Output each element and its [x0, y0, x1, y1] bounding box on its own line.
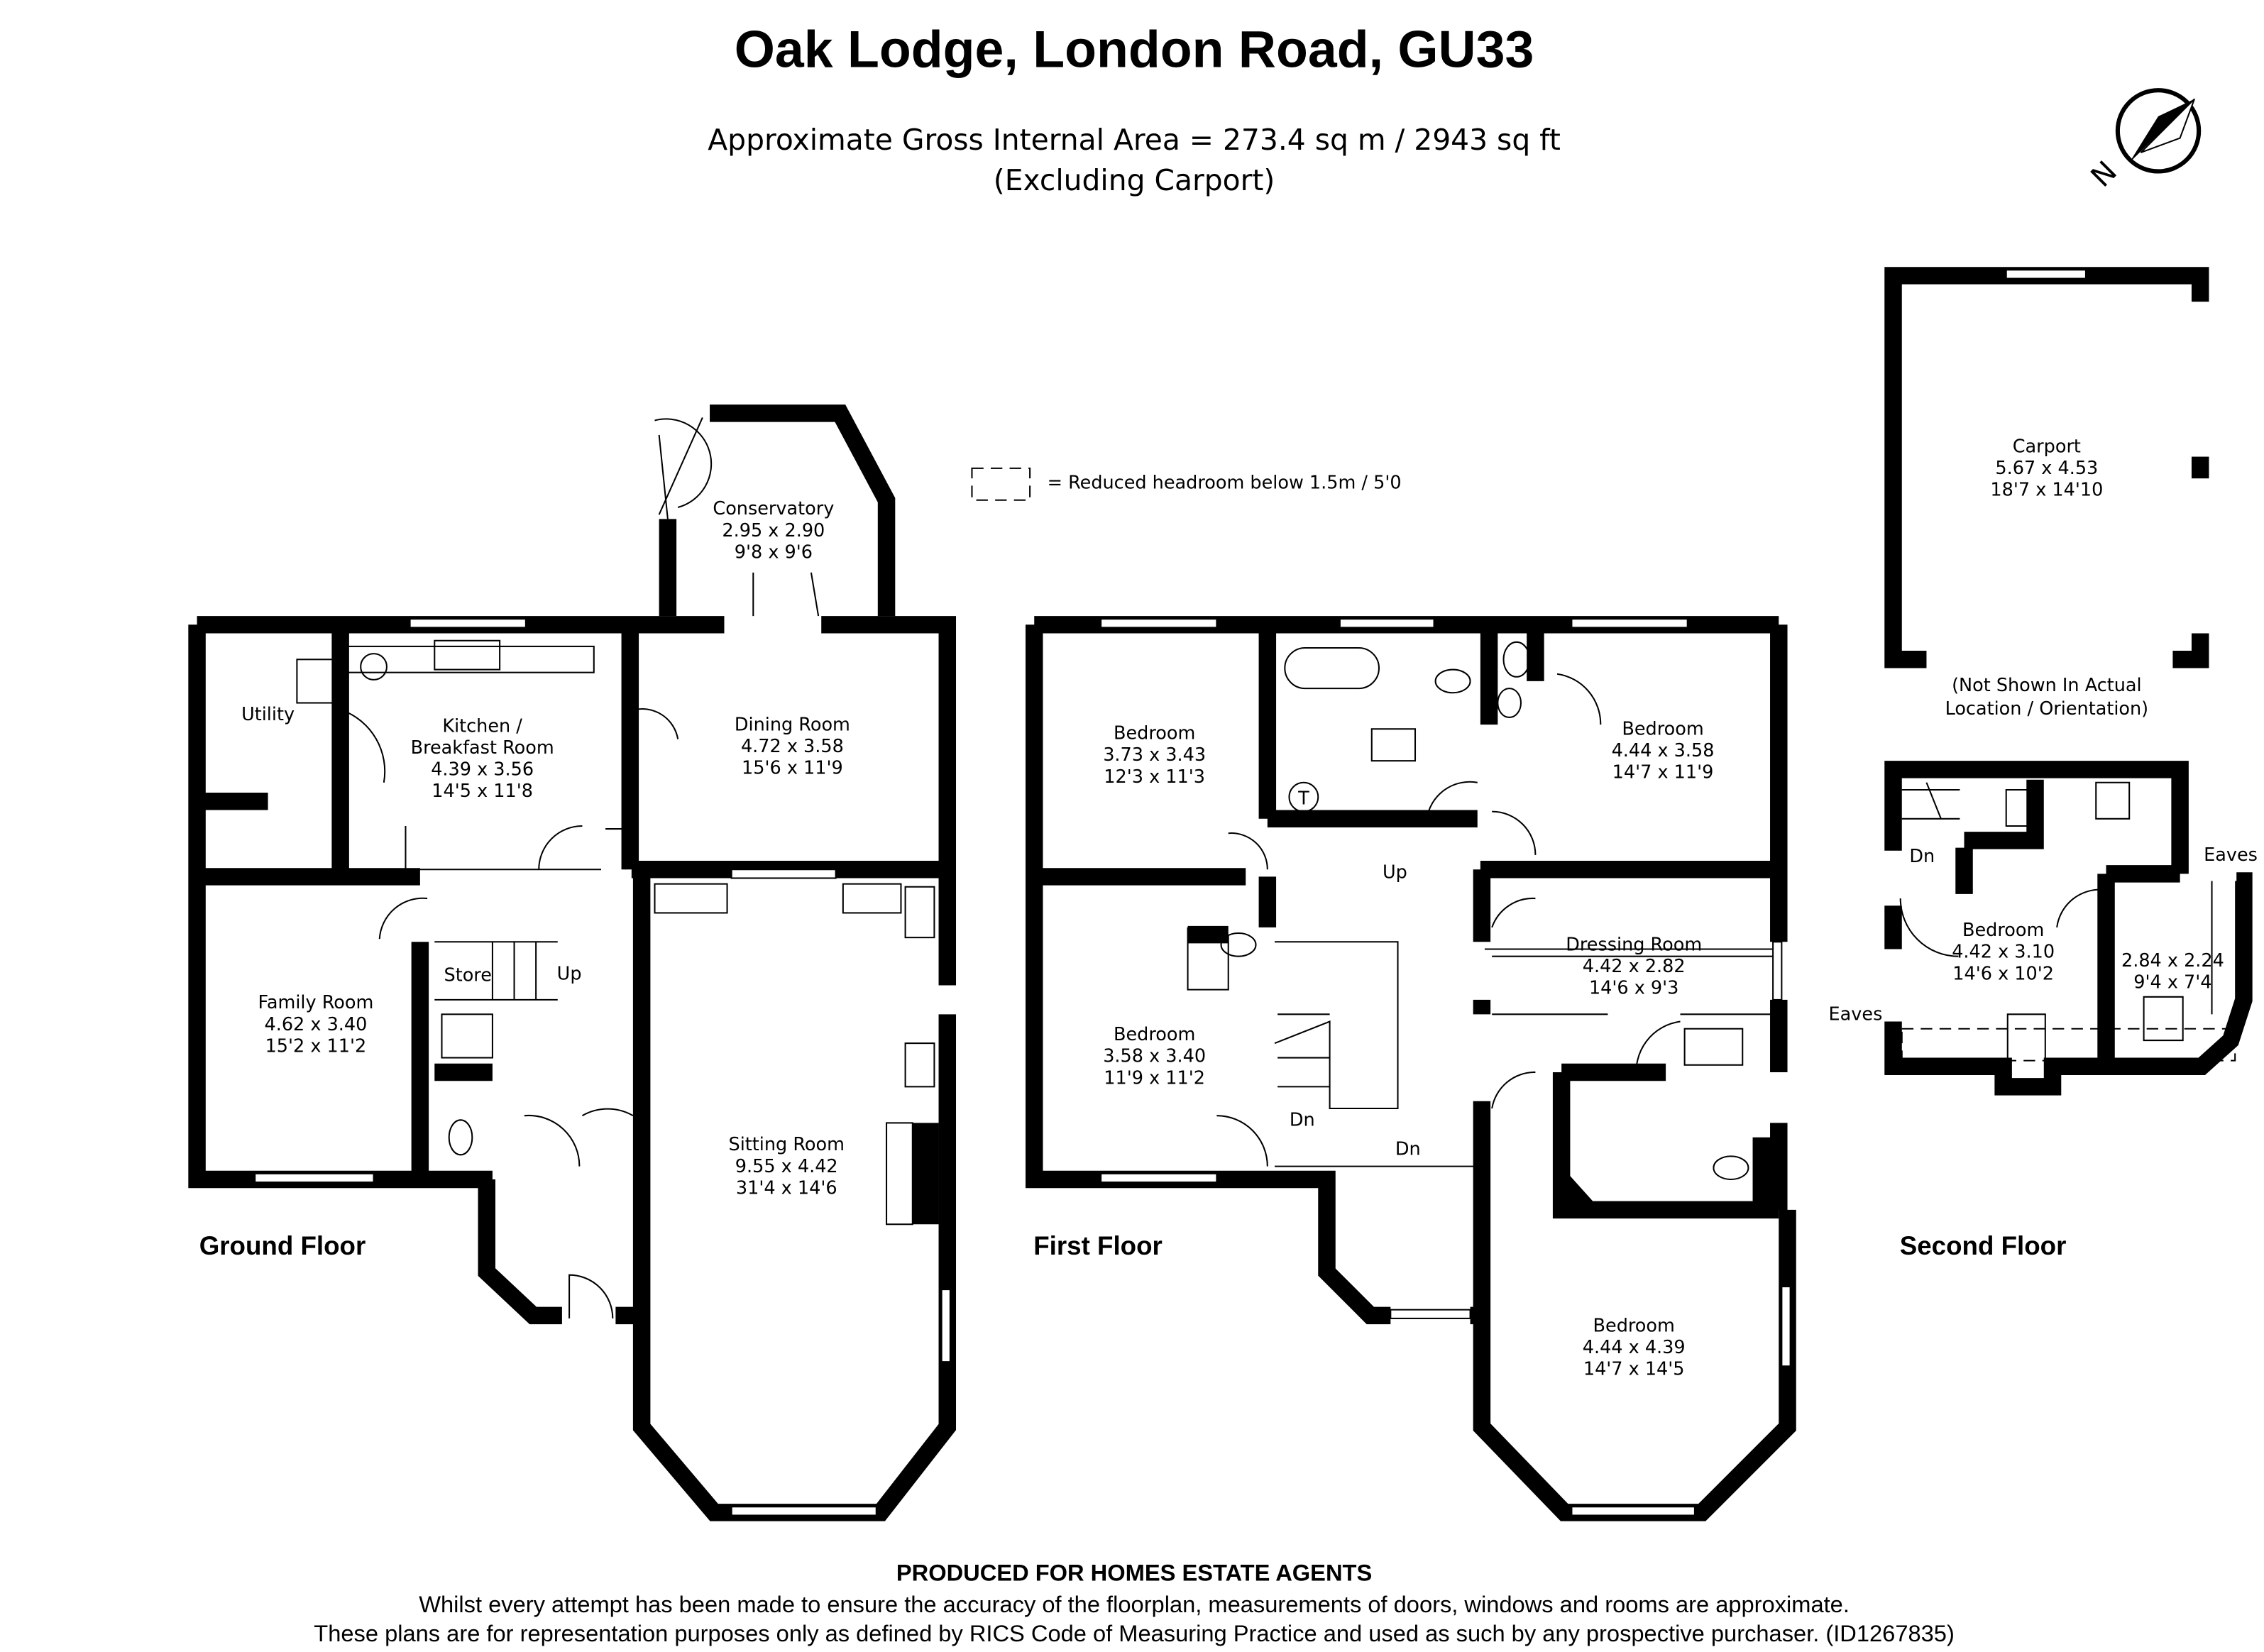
- room-metric: 4.44 x 4.39: [1583, 1337, 1686, 1358]
- room-metric: 3.73 x 3.43: [1103, 744, 1206, 766]
- room-imperial: 15'2 x 11'2: [265, 1035, 367, 1057]
- room-metric: 2.95 x 2.90: [722, 520, 825, 541]
- room-name: Sitting Room: [729, 1134, 845, 1155]
- room-name: Bedroom: [1114, 723, 1195, 744]
- room-name: Dining Room: [735, 714, 850, 735]
- room-name: Carport: [2013, 436, 2081, 457]
- room-name: Conservatory: [713, 498, 834, 519]
- room-dressing: Dressing Room 4.42 x 2.82 14'6 x 9'3: [1566, 935, 1702, 999]
- disclaimer-line-1: Whilst every attempt has been made to en…: [419, 1591, 1850, 1617]
- north-compass-icon: N: [2084, 88, 2202, 194]
- room-conservatory: Conservatory 2.95 x 2.90 9'8 x 9'6: [713, 498, 834, 563]
- room-imperial: 14'6 x 10'2: [1952, 963, 2054, 984]
- page-title: Oak Lodge, London Road, GU33: [735, 20, 1534, 79]
- room-utility: Utility: [241, 704, 295, 725]
- room-bedroom-3: Bedroom 3.58 x 3.40 11'9 x 11'2: [1103, 1024, 1206, 1089]
- room-bedroom-2: Bedroom 4.44 x 3.58 14'7 x 11'9: [1612, 718, 1715, 783]
- room-imperial: 11'9 x 11'2: [1104, 1067, 1205, 1089]
- stairs-up-label: Up: [1383, 861, 1407, 883]
- stairs-up-label: Up: [557, 963, 582, 984]
- room-name: Bedroom: [1962, 920, 2044, 941]
- disclaimer-line-2: These plans are for representation purpo…: [314, 1620, 1955, 1646]
- legend-reduced-headroom: = Reduced headroom below 1.5m / 5'0: [971, 467, 1402, 501]
- room-family: Family Room 4.62 x 3.40 15'2 x 11'2: [258, 992, 374, 1057]
- second-floor-plan: Bedroom 4.42 x 3.10 14'6 x 10'2 2.84 x 2…: [1829, 761, 2258, 1260]
- room-metric: 2.84 x 2.24: [2121, 950, 2224, 971]
- room-name-2: Breakfast Room: [411, 737, 554, 759]
- room-store: Store: [444, 964, 492, 986]
- room-imperial: 14'7 x 14'5: [1583, 1359, 1685, 1380]
- room-name: Dressing Room: [1566, 935, 1702, 956]
- room-second-small: 2.84 x 2.24 9'4 x 7'4: [2121, 950, 2224, 993]
- room-name: Kitchen /: [442, 715, 522, 737]
- room-bedroom-4: Bedroom 4.44 x 4.39 14'7 x 14'5: [1583, 1315, 1686, 1380]
- room-second-bedroom: Bedroom 4.42 x 3.10 14'6 x 10'2: [1952, 920, 2055, 984]
- room-metric: 9.55 x 4.42: [735, 1156, 838, 1177]
- room-kitchen: Kitchen / Breakfast Room 4.39 x 3.56 14'…: [411, 715, 554, 802]
- room-metric: 4.39 x 3.56: [431, 759, 534, 781]
- room-imperial: 31'4 x 14'6: [736, 1177, 837, 1199]
- room-metric: 4.72 x 3.58: [741, 736, 844, 757]
- eaves-label: Eaves: [2204, 844, 2258, 866]
- tank-label: T: [1297, 788, 1309, 809]
- eaves-label-2: Eaves: [1829, 1003, 1883, 1025]
- room-imperial: 9'4 x 7'4: [2133, 972, 2211, 993]
- room-sitting: Sitting Room 9.55 x 4.42 31'4 x 14'6: [729, 1134, 845, 1199]
- stairs-down-label-2: Dn: [1395, 1138, 1421, 1160]
- room-imperial: 15'6 x 11'9: [742, 758, 843, 779]
- stairs-down-label: Dn: [1909, 846, 1935, 867]
- room-name: Family Room: [258, 992, 374, 1013]
- room-name: Bedroom: [1593, 1315, 1675, 1336]
- carport-note-2: Location / Orientation): [1945, 698, 2149, 720]
- floor-label-ground: Ground Floor: [199, 1231, 366, 1260]
- floor-label-first: First Floor: [1033, 1231, 1163, 1260]
- room-imperial: 12'3 x 11'3: [1104, 766, 1205, 788]
- producer-credit: PRODUCED FOR HOMES ESTATE AGENTS: [896, 1559, 1372, 1585]
- room-metric: 4.42 x 2.82: [1583, 956, 1686, 977]
- area-note: (Excluding Carport): [994, 163, 1275, 197]
- room-imperial: 18'7 x 14'10: [1990, 480, 2103, 501]
- floor-label-second: Second Floor: [1900, 1231, 2067, 1260]
- room-metric: 4.42 x 3.10: [1952, 942, 2055, 963]
- room-imperial: 14'6 x 9'3: [1589, 978, 1678, 999]
- room-metric: 5.67 x 4.53: [1995, 458, 2098, 479]
- first-floor-plan: T Bedroom 3.73 x 3.43 12'3 x 11'3 Bedroo…: [1025, 616, 1796, 1521]
- north-label: N: [2084, 154, 2123, 194]
- room-imperial: 9'8 x 9'6: [735, 541, 813, 563]
- room-dining: Dining Room 4.72 x 3.58 15'6 x 11'9: [735, 714, 850, 778]
- stairs-down-label: Dn: [1290, 1109, 1315, 1130]
- room-name: Bedroom: [1114, 1024, 1195, 1045]
- room-bedroom-1: Bedroom 3.73 x 3.43 12'3 x 11'3: [1103, 723, 1206, 788]
- carport-note-1: (Not Shown In Actual: [1952, 675, 2141, 696]
- room-name: Bedroom: [1622, 718, 1703, 739]
- room-imperial: 14'7 x 11'9: [1612, 762, 1714, 783]
- room-imperial: 14'5 x 11'8: [432, 781, 533, 802]
- room-metric: 3.58 x 3.40: [1103, 1046, 1206, 1067]
- carport-plan: Carport 5.67 x 4.53 18'7 x 14'10 (Not Sh…: [1884, 267, 2209, 720]
- ground-floor-plan: Conservatory 2.95 x 2.90 9'8 x 9'6 Kitch…: [188, 404, 957, 1521]
- legend-text: = Reduced headroom below 1.5m / 5'0: [1048, 472, 1402, 493]
- room-metric: 4.62 x 3.40: [264, 1014, 367, 1035]
- gross-area: Approximate Gross Internal Area = 273.4 …: [708, 123, 1561, 157]
- room-metric: 4.44 x 3.58: [1612, 740, 1715, 761]
